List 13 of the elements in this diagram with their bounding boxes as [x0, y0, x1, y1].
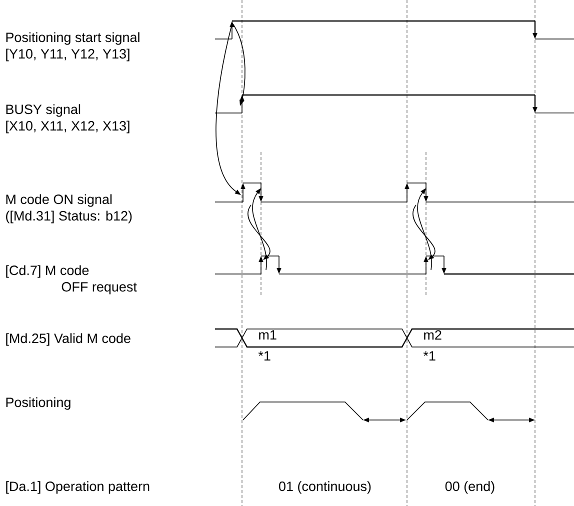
signal-name: Positioning	[6, 397, 70, 410]
signal-name: Positioning start signal [Y10, Y11, Y12, Y13]	[6, 32, 140, 62]
signal-name: [Cd.7] M code OFF request	[6, 265, 137, 294]
note-mark: *1	[423, 351, 436, 360]
signal-name: M code ON signal ([Md.31] Status: b12)	[6, 194, 132, 224]
data-value: m1	[259, 330, 276, 340]
data-value: m2	[424, 330, 442, 340]
signal-name: [Md.25] Valid M code	[6, 333, 130, 346]
pattern-value: 01 (continuous)	[279, 481, 371, 494]
note-mark: *1	[258, 351, 270, 360]
signal-name: [Da.1] Operation pattern	[6, 481, 150, 494]
signal-name: BUSY signal [X10, X11, X12, X13]	[6, 104, 130, 134]
pattern-value: 00 (end)	[445, 481, 494, 494]
